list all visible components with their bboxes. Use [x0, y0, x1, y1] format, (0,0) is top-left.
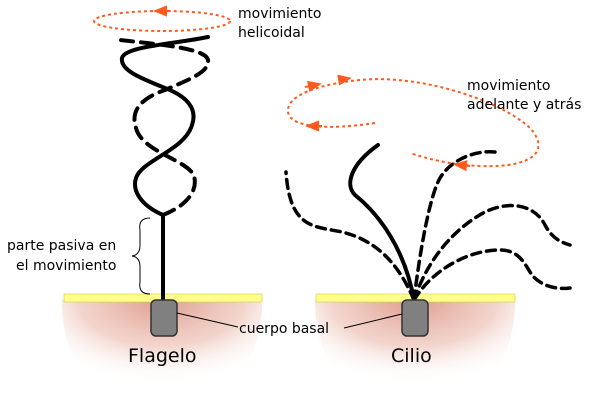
basal-body-label: cuerpo basal [239, 321, 329, 337]
back-forth-motion-arrow [286, 74, 540, 172]
flagellum-helix [118, 35, 210, 217]
passive-part-label-2: el movimiento [16, 258, 116, 274]
cilium-label: Cilio [391, 345, 432, 367]
back-forth-label-2: adelante y atrás [467, 97, 581, 113]
passive-part-label-1: parte pasiva en [7, 238, 116, 254]
flagellum-label: Flagelo [128, 345, 197, 367]
helical-motion-label-1: movimiento [238, 6, 321, 22]
cilium-cell-region [315, 300, 515, 412]
flagellum-basal-body [150, 299, 178, 337]
cilium-shaft [348, 143, 416, 302]
helical-motion-arrow [93, 5, 231, 32]
passive-part-brace [131, 217, 151, 295]
basal-body-leader-left [176, 312, 239, 328]
back-forth-label-1: movimiento [467, 78, 550, 94]
flagellum-cell-region [62, 300, 262, 412]
cilium-beat-positions [284, 143, 572, 302]
helical-motion-label-2: helicoidal [238, 25, 305, 41]
cilium-basal-body [401, 299, 429, 337]
basal-body-leader-right [343, 313, 403, 329]
